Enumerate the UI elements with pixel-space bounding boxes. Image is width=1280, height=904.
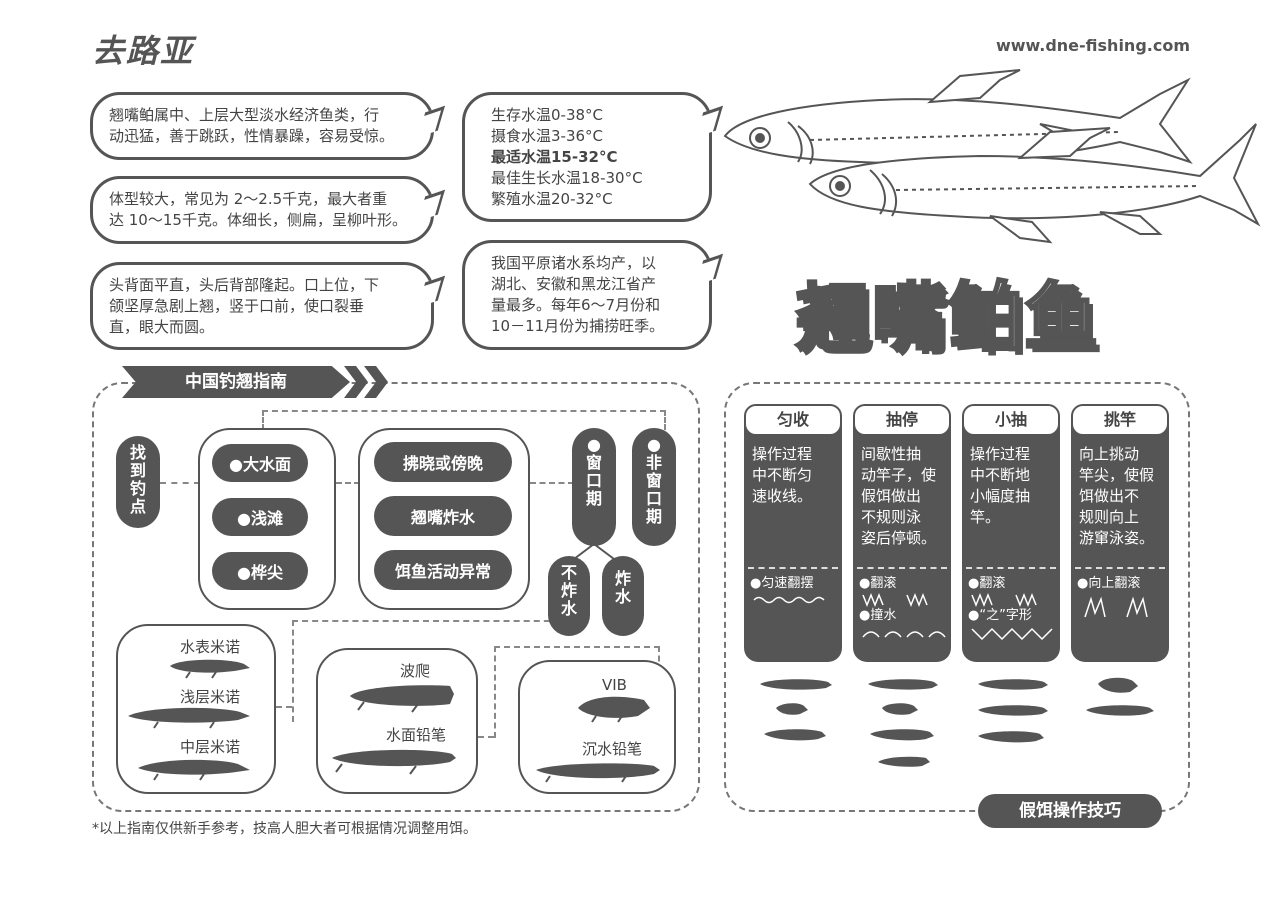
distribution-bubble: 我国平原诸水系均产，以 湖北、安徽和黑龙江省产 量最多。每年6～7月份和 10－… [462, 240, 723, 350]
info-line: 体型较大，常见为 2～2.5千克，最大者重 [109, 190, 388, 208]
pencil-lure-icon [332, 749, 456, 775]
temp-breed: 繁殖水温20-32°C [491, 190, 613, 208]
card-title: 小抽 [962, 404, 1060, 436]
time-pill-dawn-dusk: 拂晓或傍晚 [374, 442, 512, 482]
temp-growth: 最佳生长水温18-30°C [491, 169, 643, 187]
lure-label: VIB [602, 676, 627, 694]
water-temp-bubble: 生存水温0-38°C 摄食水温3-36°C 最适水温15-32°C 最佳生长水温… [462, 92, 723, 222]
temp-survive: 生存水温0-38°C [491, 106, 604, 124]
connector-line [276, 706, 292, 708]
guide-banner: 中国钓翘指南 [122, 366, 350, 398]
technique-card-jerk-stop: 抽停 间歇性抽 动竿子，使 假饵做出 不规则泳 姿后停顿。 ●翻滚 ●撞水 [853, 404, 951, 662]
info-line: 直，眼大而圆。 [109, 318, 215, 336]
info-bubble-shape: 头背面平直，头后背部隆起。口上位，下 颌坚厚急剧上翘，竖于口前，使口裂垂 直，眼… [90, 262, 445, 350]
no-splash-pill: 不 炸 水 [548, 556, 590, 636]
sinking-pencil-lure-icon [536, 763, 660, 783]
lure-label: 中层米诺 [180, 738, 241, 756]
minnow-lure-icon [138, 759, 250, 781]
spot-pill-tip: ●桦尖 [212, 552, 308, 590]
popper-lure-icon [350, 685, 454, 713]
lure-icons-jerk-stop [868, 679, 938, 767]
move-label: ●匀速翻摆 [750, 576, 814, 591]
window-period-pill: ● 窗 口 期 [572, 428, 616, 546]
zigzag-icon [862, 592, 928, 608]
move-label: ●翻滚 [859, 576, 897, 591]
time-pill-splash: 翘嘴炸水 [374, 496, 512, 536]
minnow-lure-icon [170, 659, 250, 679]
info-bubble-size: 体型较大，常见为 2～2.5千克，最大者重 达 10～15千克。体细长，侧扁，呈… [90, 176, 445, 244]
lure-label: 浅层米诺 [180, 688, 241, 706]
time-pill-baitfish: 饵鱼活动异常 [374, 550, 512, 590]
lure-icons-steady [760, 679, 832, 741]
info-bubble-habit: 翘嘴鲌属中、上层大型淡水经济鱼类，行 动迅猛，善于跳跃，性情暴躁，容易受惊。 [90, 92, 445, 160]
splash-pill: 炸 水 [602, 556, 644, 636]
non-window-period-pill: ● 非 窗 口 期 [632, 428, 676, 546]
card-title: 挑竿 [1071, 404, 1169, 436]
dist-line: 10－11月份为捕捞旺季。 [491, 317, 665, 335]
technique-card-lift: 挑竿 向上挑动 竿尖，使假 饵做出不 规则向上 游窜泳姿。 ●向上翻滚 [1071, 404, 1169, 662]
spot-pill-big-water: ●大水面 [212, 444, 308, 482]
arc-icon [862, 631, 946, 638]
connector-line [478, 736, 494, 738]
technique-section [724, 382, 1190, 812]
wave-icon [753, 596, 825, 604]
card-title: 匀收 [744, 404, 842, 436]
lure-label: 水表米诺 [180, 638, 241, 656]
vib-lure-icon [578, 696, 650, 723]
info-line: 动迅猛，善于跳跃，性情暴躁，容易受惊。 [109, 127, 395, 145]
connector-line [160, 482, 200, 484]
footnote: *以上指南仅供新手参考，技高人胆大者可根据情况调整用饵。 [92, 821, 477, 837]
dist-line: 我国平原诸水系均产，以 [491, 254, 657, 272]
zigzag-icon [971, 592, 1037, 608]
move-label: ●“之”字形 [968, 608, 1032, 623]
connector-line [262, 410, 666, 430]
card-title: 抽停 [853, 404, 951, 436]
connector-line [336, 482, 360, 484]
guide-section [92, 382, 700, 812]
technique-tab: 假饵操作技巧 [978, 794, 1162, 828]
fish-illustration [723, 69, 1261, 244]
technique-card-steady: 匀收 操作过程 中不断匀 速收线。 ●匀速翻摆 [744, 404, 842, 662]
info-line: 翘嘴鲌属中、上层大型淡水经济鱼类，行 [109, 106, 380, 124]
logo: 去路亚 [92, 32, 195, 70]
info-line: 头背面平直，头后背部隆起。口上位，下 [109, 276, 380, 294]
lure-label: 波爬 [400, 662, 431, 680]
dist-line: 量最多。每年6～7月份和 [491, 296, 661, 314]
minnow-lure-icon [128, 707, 250, 729]
connector-line [292, 620, 570, 722]
upward-roll-icon [1084, 596, 1148, 618]
technique-card-twitch: 小抽 操作过程 中不断地 小幅度抽 竿。 ●翻滚 ●“之”字形 [962, 404, 1060, 662]
lure-icons-lift [1086, 677, 1154, 716]
zhi-shape-icon [971, 627, 1053, 641]
move-label: ●翻滚 [968, 576, 1006, 591]
info-line: 达 10～15千克。体细长，侧扁，呈柳叶形。 [109, 211, 407, 229]
move-label: ●撞水 [859, 608, 897, 623]
move-label: ●向上翻滚 [1077, 576, 1141, 591]
connector-line [530, 482, 574, 484]
temp-optimal: 最适水温15-32°C [491, 148, 618, 166]
find-spot-pill: 找 到 钓 点 [116, 436, 160, 528]
temp-feed: 摄食水温3-36°C [491, 127, 604, 145]
spot-pill-shoal: ●浅滩 [212, 498, 308, 536]
lure-icons-twitch [978, 679, 1048, 743]
page-title: 翘嘴鲌鱼 [795, 274, 1100, 363]
website-link[interactable]: www.dne-fishing.com [995, 36, 1190, 55]
lure-label: 水面铅笔 [386, 726, 447, 744]
lure-label: 沉水铅笔 [582, 740, 643, 758]
info-line: 颌坚厚急剧上翘，竖于口前，使口裂垂 [109, 297, 365, 315]
lure-group-topwater [316, 648, 478, 794]
dist-line: 湖北、安徽和黑龙江省产 [491, 275, 657, 293]
